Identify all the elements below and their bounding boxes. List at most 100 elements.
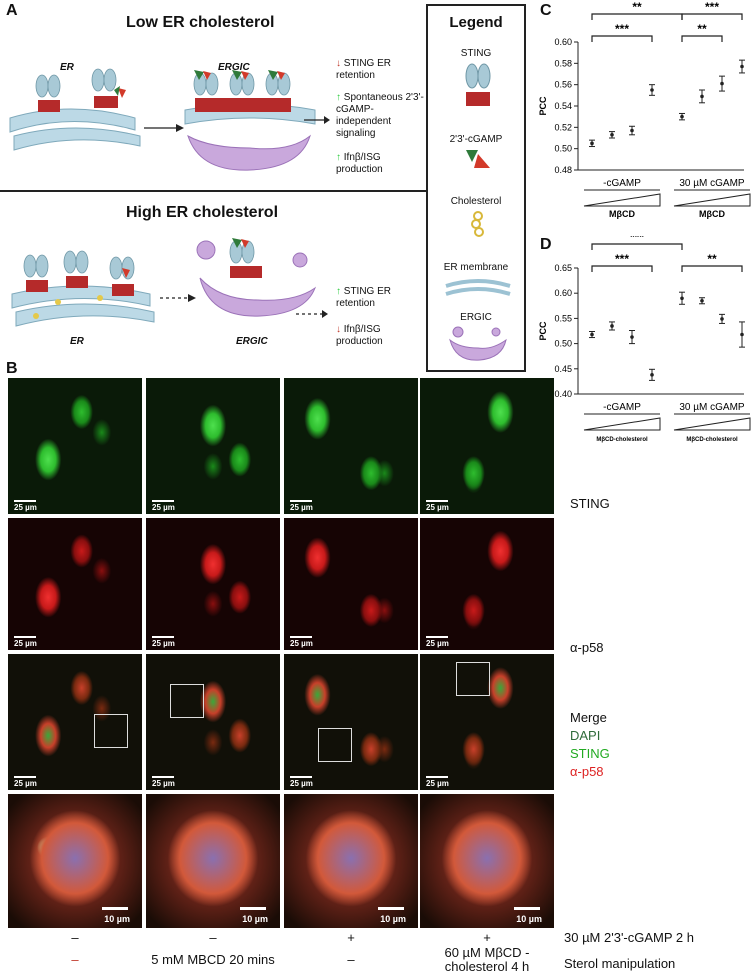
merge-sting-label: STING	[570, 746, 610, 761]
micrograph-zoom-1: 10 µm	[8, 794, 142, 928]
y-tick-label: 0.40	[554, 389, 572, 399]
data-point	[590, 332, 594, 337]
cgamp-cond-1: –	[71, 930, 79, 945]
low-er-cholesterol-title: Low ER cholesterol	[126, 14, 275, 31]
sting-icon	[465, 63, 491, 106]
group-label: -cGAMP	[603, 178, 641, 189]
scale-bar	[378, 907, 404, 910]
legend-item-ergic: ERGIC	[460, 312, 492, 323]
up-arrow-icon: ↑	[336, 286, 341, 297]
micrograph-zoom-2: 10 µm	[146, 794, 280, 928]
micrograph-merge-4: 25 µm	[420, 654, 554, 790]
micrograph-sting-3: 25 µm	[284, 378, 418, 514]
micrograph-merge-1: 25 µm	[8, 654, 142, 790]
group-label: -cGAMP	[603, 402, 641, 413]
data-point	[630, 128, 634, 133]
zoom-region-box	[456, 662, 490, 696]
cholesterol-icon	[471, 211, 484, 237]
legend-item-cgamp: 2'3'-cGAMP	[449, 134, 503, 145]
up-arrow-icon: ↑	[336, 92, 341, 103]
low-er-schematic	[9, 68, 330, 171]
scale-bar	[426, 636, 448, 638]
scale-bar	[152, 500, 174, 502]
significance-label: ***	[615, 252, 629, 266]
y-tick-label: 0.54	[554, 101, 572, 111]
scale-bar-label: 25 µm	[426, 779, 449, 788]
gradient-label: MβCD	[699, 209, 725, 219]
up-arrow-icon: ↑	[336, 152, 341, 163]
zoom-region-box	[318, 728, 352, 762]
scale-bar-label: 25 µm	[426, 503, 449, 512]
group-label: 30 µM cGAMP	[679, 178, 745, 189]
micrograph-merge-2: 25 µm	[146, 654, 280, 790]
micrograph-sting-4: 25 µm	[420, 378, 554, 514]
micrograph-zoom-4: 10 µm	[420, 794, 554, 928]
sterol-cond-2: 5 mM MBCD 20 mins	[151, 952, 275, 967]
ergic-icon	[449, 326, 507, 361]
scale-bar-label: 10 µm	[380, 914, 406, 924]
gradient-triangle	[583, 417, 661, 431]
scale-bar	[290, 636, 312, 638]
low-effect-1: ↓ STING ER retention	[336, 58, 392, 81]
micrograph-sting-1: 25 µm	[8, 378, 142, 514]
micrograph-zoom-3: 10 µm	[284, 794, 418, 928]
data-point	[720, 317, 724, 321]
scale-bar-label: 10 µm	[516, 914, 542, 924]
sterol-cond-4: 60 µM MβCD -cholesterol 4 h	[444, 945, 530, 974]
scale-bar	[240, 907, 266, 910]
significance-bracket	[591, 265, 653, 272]
significance-label: **	[632, 0, 642, 14]
significance-bracket	[681, 13, 743, 20]
er-membrane-icon	[445, 279, 511, 296]
panel-label-c: C	[540, 2, 552, 19]
scale-bar-label: 25 µm	[290, 639, 313, 648]
scale-bar-label: 25 µm	[152, 503, 175, 512]
scale-bar-label: 25 µm	[152, 779, 175, 788]
significance-label: ***	[615, 22, 629, 36]
data-point	[680, 114, 684, 119]
y-tick-label: 0.52	[554, 122, 572, 132]
y-axis-label: PCC	[538, 321, 548, 341]
y-axis-label: PCC	[538, 96, 548, 116]
significance-bracket	[681, 265, 743, 272]
scale-bar-label: 25 µm	[426, 639, 449, 648]
sterol-cond-1: –	[71, 952, 79, 967]
y-tick-label: 0.56	[554, 80, 572, 90]
group-label: 30 µM cGAMP	[679, 402, 745, 413]
significance-bracket	[591, 13, 683, 20]
data-point	[630, 335, 634, 339]
gradient-label: MβCD-cholesterol	[686, 437, 738, 443]
scale-bar-label: 25 µm	[14, 639, 37, 648]
micrograph-sting-2: 25 µm	[146, 378, 280, 514]
legend-box: Legend STING 2'3'-cGAMP Cholesterol ER m…	[426, 4, 526, 372]
y-tick-label: 0.60	[554, 37, 572, 47]
significance-label: ***	[705, 0, 719, 14]
data-point	[680, 296, 684, 301]
significance-label: **	[707, 252, 717, 266]
data-point	[700, 94, 704, 99]
zoom-region-box	[170, 684, 204, 718]
chart-c: 0.480.500.520.540.560.580.60PCC-cGAMPMβC…	[538, 0, 751, 219]
y-tick-label: 0.48	[554, 165, 572, 175]
scale-bar	[426, 500, 448, 502]
data-point	[590, 141, 594, 146]
micrograph-merge-3: 25 µm	[284, 654, 418, 790]
y-tick-label: 0.65	[554, 263, 572, 273]
scale-bar-label: 10 µm	[242, 914, 268, 924]
data-point	[700, 298, 704, 303]
down-arrow-icon: ↓	[336, 58, 341, 69]
y-tick-label: 0.50	[554, 144, 572, 154]
y-tick-label: 0.55	[554, 313, 572, 323]
merge-label: Merge	[570, 710, 607, 725]
scale-bar	[14, 636, 36, 638]
high-er-schematic	[11, 238, 328, 327]
scale-bar-label: 25 µm	[290, 503, 313, 512]
channel-label-p58: α-p58	[570, 640, 604, 655]
legend-title: Legend	[449, 14, 503, 31]
gradient-label: MβCD-cholesterol	[596, 437, 648, 443]
cgamp-row-label: 30 µM 2'3'-cGAMP 2 h	[564, 930, 694, 945]
chart-d: 0.400.450.500.550.600.65PCC-cGAMPMβCD-ch…	[538, 236, 751, 443]
scale-bar	[102, 907, 128, 910]
scale-bar-label: 25 µm	[152, 639, 175, 648]
ergic-label-low: ERGIC	[218, 62, 250, 73]
